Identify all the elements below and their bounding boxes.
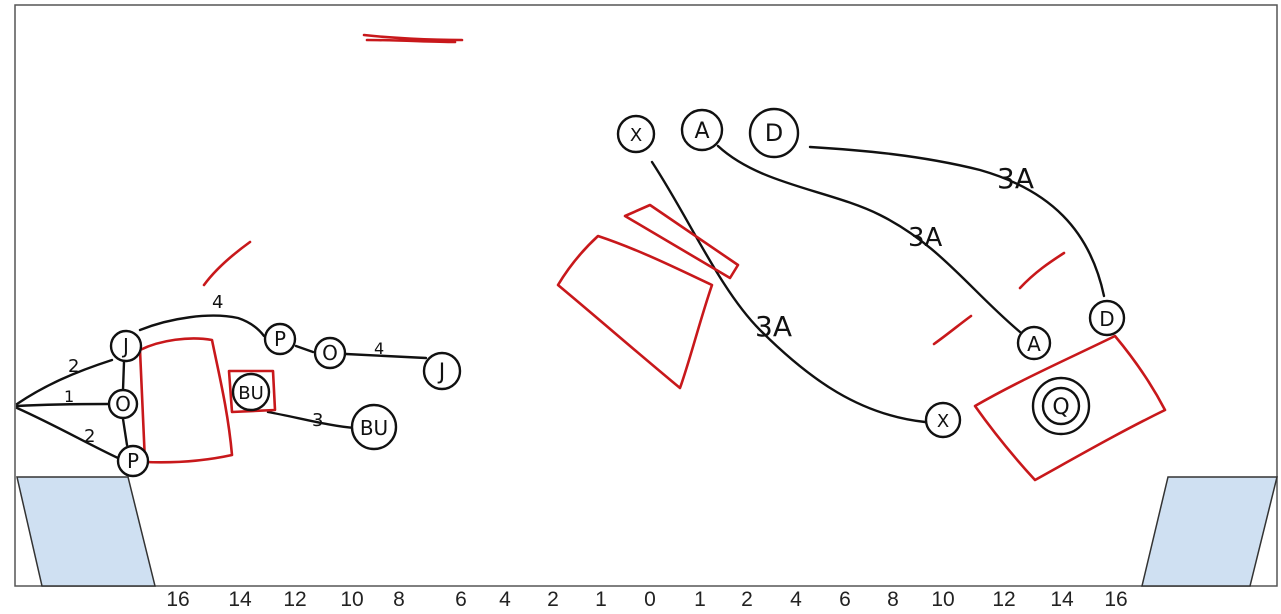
svg-text:P: P bbox=[274, 327, 286, 351]
edge-label-3a-d: 3A bbox=[997, 162, 1034, 195]
red-box-left-large bbox=[138, 337, 234, 464]
scale-label-5: 6 bbox=[455, 588, 467, 611]
svg-text:O: O bbox=[322, 341, 338, 365]
edge-label-3a-x: 3A bbox=[755, 310, 792, 343]
scale-label-6: 4 bbox=[499, 588, 511, 611]
red-stroke-top bbox=[362, 33, 464, 44]
canvas-frame bbox=[14, 4, 1278, 587]
svg-text:D: D bbox=[1099, 307, 1114, 331]
node-d-bottom: D bbox=[1088, 299, 1126, 337]
edge-bu-bu bbox=[266, 410, 357, 430]
svg-text:O: O bbox=[115, 392, 131, 416]
scale-label-14: 8 bbox=[887, 588, 899, 611]
node-x-bottom: X bbox=[924, 401, 962, 439]
red-box-large-tilted bbox=[556, 234, 714, 390]
edge-a-a bbox=[716, 144, 1022, 334]
edge-p-o bbox=[294, 344, 315, 354]
edge-label-3: 3 bbox=[312, 410, 323, 431]
scale-label-13: 6 bbox=[839, 588, 851, 611]
scale-label-16: 12 bbox=[992, 588, 1015, 611]
scale-label-2: 12 bbox=[283, 588, 306, 611]
scale-label-15: 10 bbox=[931, 588, 954, 611]
node-bu-left: BU bbox=[231, 372, 271, 412]
scale-label-11: 2 bbox=[741, 588, 753, 611]
left-panel bbox=[16, 476, 156, 587]
scale-label-12: 4 bbox=[790, 588, 802, 611]
edge-fan-to-j bbox=[15, 358, 114, 406]
red-box-q bbox=[973, 334, 1167, 482]
scale-label-17: 14 bbox=[1050, 588, 1074, 611]
svg-text:A: A bbox=[694, 119, 709, 144]
node-p-mid: P bbox=[263, 322, 297, 356]
node-j-right: J bbox=[422, 351, 462, 391]
scale-label-8: 1 bbox=[595, 588, 607, 611]
scale-label-9: 0 bbox=[644, 588, 656, 611]
red-stroke-mid1 bbox=[1018, 251, 1066, 290]
svg-text:X: X bbox=[630, 125, 642, 146]
svg-text:BU: BU bbox=[360, 416, 388, 440]
svg-text:D: D bbox=[765, 119, 783, 147]
edge-o-p bbox=[121, 417, 129, 447]
svg-text:BU: BU bbox=[238, 383, 264, 404]
svg-text:J: J bbox=[437, 360, 446, 385]
red-stroke-left bbox=[202, 240, 252, 287]
right-panel bbox=[1141, 476, 1278, 587]
node-a-bottom: A bbox=[1016, 325, 1052, 361]
edge-fan-to-p bbox=[15, 406, 120, 460]
node-p-left: P bbox=[116, 444, 150, 478]
node-j-left: J bbox=[109, 329, 143, 363]
scale-label-1: 14 bbox=[228, 588, 252, 611]
edge-o-j bbox=[344, 352, 428, 360]
edge-j-o bbox=[121, 360, 126, 392]
node-bu-right: BU bbox=[350, 403, 398, 451]
red-box-small-tilted bbox=[623, 203, 740, 280]
node-a-top: A bbox=[680, 108, 724, 152]
edge-d-d bbox=[808, 145, 1106, 298]
red-box-bu bbox=[227, 369, 277, 414]
scale-label-3: 10 bbox=[340, 588, 363, 611]
edge-label-2-bottom: 2 bbox=[84, 426, 95, 447]
edge-label-2-top: 2 bbox=[68, 356, 79, 377]
edge-label-4-mid: 4 bbox=[374, 339, 384, 358]
scale-label-4: 8 bbox=[393, 588, 405, 611]
edge-x-x bbox=[650, 160, 927, 424]
svg-text:J: J bbox=[121, 334, 129, 358]
scale-label-0: 16 bbox=[166, 588, 189, 611]
distance-scale: 16 14 12 10 8 6 4 2 1 0 1 2 4 6 8 10 12 … bbox=[166, 588, 1127, 611]
node-o-mid: O bbox=[313, 336, 347, 370]
svg-text:Q: Q bbox=[1052, 395, 1069, 420]
edge-fan-to-o bbox=[15, 402, 110, 408]
scale-label-18: 16 bbox=[1104, 588, 1127, 611]
edge-j-p bbox=[138, 314, 266, 338]
red-stroke-mid2 bbox=[932, 314, 973, 346]
scale-label-10: 1 bbox=[694, 588, 706, 611]
edge-label-1: 1 bbox=[64, 387, 74, 406]
node-x-top: X bbox=[616, 114, 656, 154]
node-d-top: D bbox=[748, 107, 800, 159]
scale-label-7: 2 bbox=[547, 588, 559, 611]
edge-label-4-top: 4 bbox=[212, 292, 223, 313]
svg-text:X: X bbox=[937, 411, 949, 432]
svg-text:P: P bbox=[127, 449, 139, 473]
node-o-left: O bbox=[107, 388, 139, 420]
svg-text:A: A bbox=[1027, 332, 1041, 356]
node-q: Q bbox=[1031, 376, 1091, 436]
edge-label-3a-a: 3A bbox=[908, 223, 943, 253]
